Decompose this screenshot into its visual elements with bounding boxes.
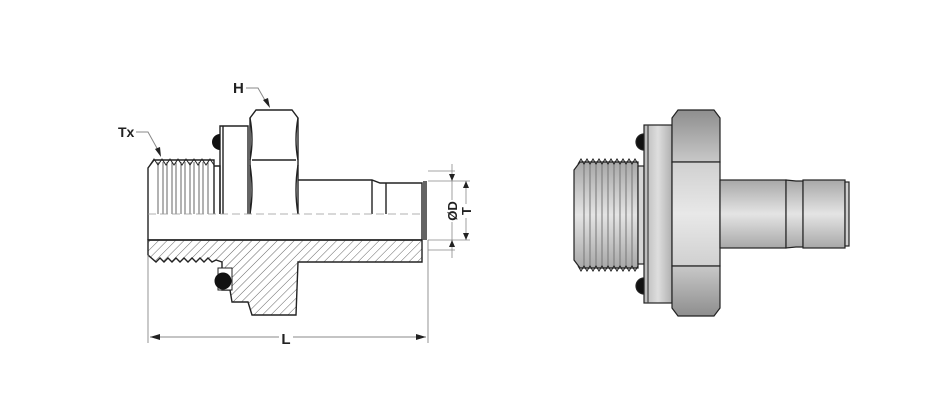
dimension-diameter: ØD T [428,164,474,258]
oring-lower-icon [214,272,232,290]
rendered-hex [671,109,721,317]
rendered-oring-top-icon [635,133,645,151]
lower-section [147,239,423,316]
leader-hex: H [233,80,270,108]
upper-exterior [147,109,427,240]
oring-upper-icon [212,134,220,150]
rendered-stem [719,179,850,249]
label-hex: H [233,80,244,97]
label-length: L [281,331,290,348]
rendered-collar [643,124,673,304]
rendered-oring-bottom-icon [635,277,645,295]
label-thread: Tx [118,124,135,140]
rendered-view [573,109,850,317]
label-tube: T [459,207,474,215]
section-view: L ØD T H Tx [118,80,474,348]
dimension-length: L [150,329,426,348]
label-diameter: ØD [445,201,460,221]
leader-thread: Tx [118,124,161,157]
rendered-thread [573,158,645,272]
